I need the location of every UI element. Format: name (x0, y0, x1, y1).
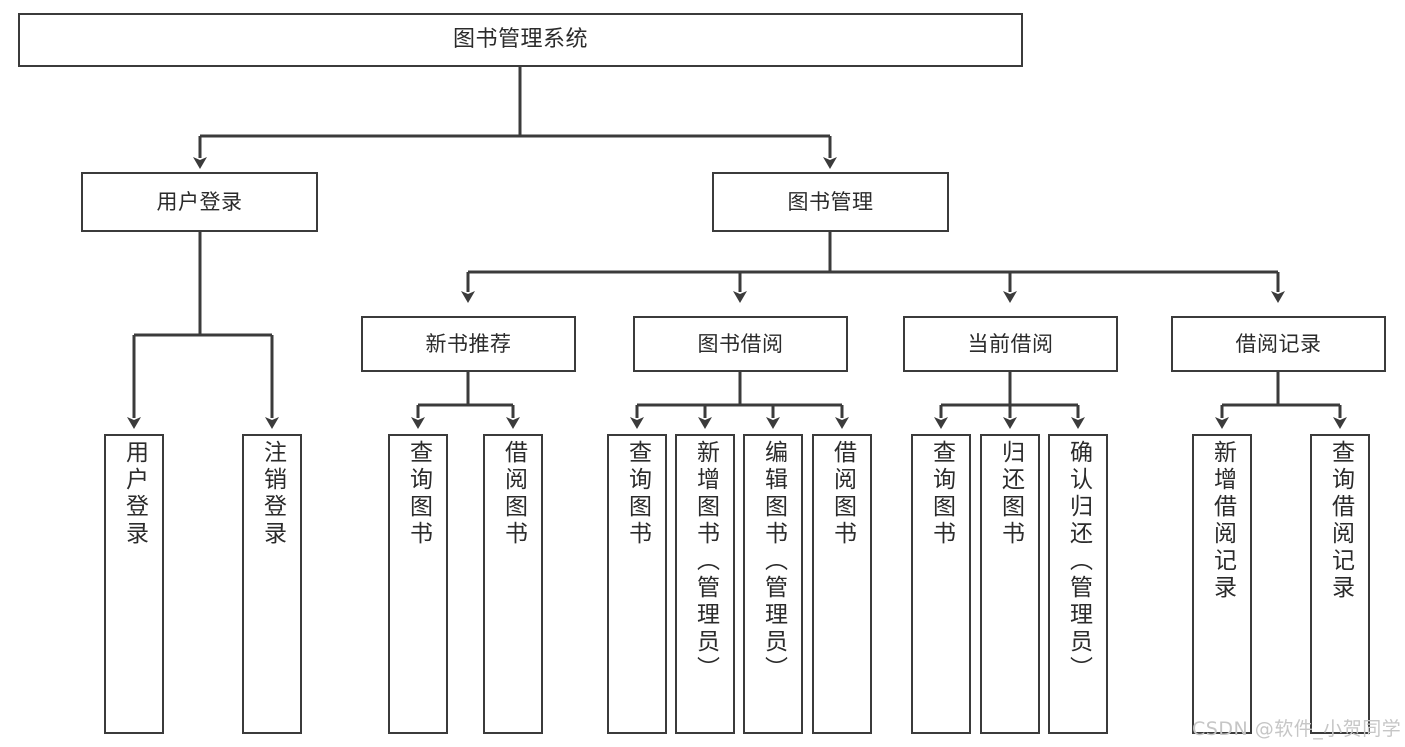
node-label: 当前借阅 (967, 331, 1054, 356)
node-label: 新书推荐 (425, 331, 512, 356)
node-label: 借阅记录 (1235, 331, 1322, 356)
node-label: 归还图书 (997, 440, 1024, 548)
node-label: 查询图书 (928, 440, 955, 548)
node-label: 编辑图书（管理员） (760, 440, 787, 683)
node-label: 图书管理系统 (452, 27, 588, 53)
leaf-new-book-query[interactable]: 查询图书 (388, 434, 448, 734)
leaf-current-borrow-return[interactable]: 归还图书 (980, 434, 1040, 734)
leaf-book-borrow-add[interactable]: 新增图书（管理员） (675, 434, 735, 734)
node-label: 用户登录 (121, 440, 148, 548)
node-label: 查询图书 (405, 440, 432, 548)
node-label: 查询借阅记录 (1327, 440, 1354, 602)
leaf-current-borrow-confirm-return[interactable]: 确认归还（管理员） (1048, 434, 1108, 734)
node-current-borrow[interactable]: 当前借阅 (903, 316, 1118, 372)
node-label: 借阅图书 (500, 440, 527, 548)
node-borrow-record[interactable]: 借阅记录 (1171, 316, 1386, 372)
leaf-book-borrow-edit[interactable]: 编辑图书（管理员） (743, 434, 803, 734)
node-label: 确认归还（管理员） (1065, 440, 1092, 683)
leaf-book-borrow-lend[interactable]: 借阅图书 (812, 434, 872, 734)
leaf-user-login-signout[interactable]: 注销登录 (242, 434, 302, 734)
node-book-management[interactable]: 图书管理 (712, 172, 949, 232)
node-label: 图书借阅 (697, 331, 784, 356)
node-label: 用户登录 (156, 189, 243, 214)
node-root-system[interactable]: 图书管理系统 (18, 13, 1023, 67)
watermark-csdn: CSDN @软件_小贺同学 (1192, 718, 1402, 740)
node-label: 新增借阅记录 (1209, 440, 1236, 602)
node-label: 注销登录 (259, 440, 286, 548)
leaf-user-login-signin[interactable]: 用户登录 (104, 434, 164, 734)
node-book-borrow[interactable]: 图书借阅 (633, 316, 848, 372)
leaf-current-borrow-query[interactable]: 查询图书 (911, 434, 971, 734)
leaf-borrow-record-query[interactable]: 查询借阅记录 (1310, 434, 1370, 734)
node-user-login[interactable]: 用户登录 (81, 172, 318, 232)
node-label: 查询图书 (624, 440, 651, 548)
node-new-book-recommend[interactable]: 新书推荐 (361, 316, 576, 372)
node-label: 图书管理 (787, 189, 874, 214)
leaf-new-book-borrow[interactable]: 借阅图书 (483, 434, 543, 734)
leaf-book-borrow-query[interactable]: 查询图书 (607, 434, 667, 734)
node-label: 新增图书（管理员） (692, 440, 719, 683)
node-label: 借阅图书 (829, 440, 856, 548)
leaf-borrow-record-add[interactable]: 新增借阅记录 (1192, 434, 1252, 734)
